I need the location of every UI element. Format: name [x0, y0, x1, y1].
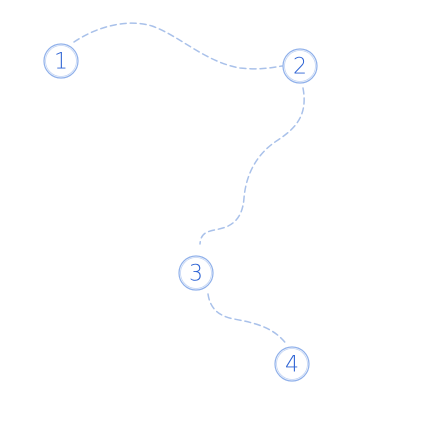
- connector-path-2-3: [199, 87, 305, 245]
- node-label: 3: [189, 262, 203, 287]
- node-label: 1: [54, 50, 68, 75]
- puzzle-node[interactable]: 4: [274, 346, 310, 382]
- node-ring: [178, 255, 214, 291]
- node-ring: [274, 346, 310, 382]
- node-label: 4: [285, 353, 299, 378]
- connector-path-1-2: [73, 22, 283, 70]
- puzzle-node[interactable]: 3: [178, 255, 214, 291]
- node-ring: [43, 43, 79, 79]
- connector-path-3-4: [207, 293, 288, 346]
- node-label: 2: [293, 55, 307, 80]
- node-ring-inner: [284, 50, 316, 82]
- puzzle-node[interactable]: 2: [282, 48, 318, 84]
- node-ring: [282, 48, 318, 84]
- node-ring-inner: [180, 257, 212, 289]
- node-ring-inner: [276, 348, 308, 380]
- connector-paths: [73, 22, 305, 346]
- node-ring-inner: [45, 45, 77, 77]
- puzzle-node[interactable]: 1: [43, 43, 79, 79]
